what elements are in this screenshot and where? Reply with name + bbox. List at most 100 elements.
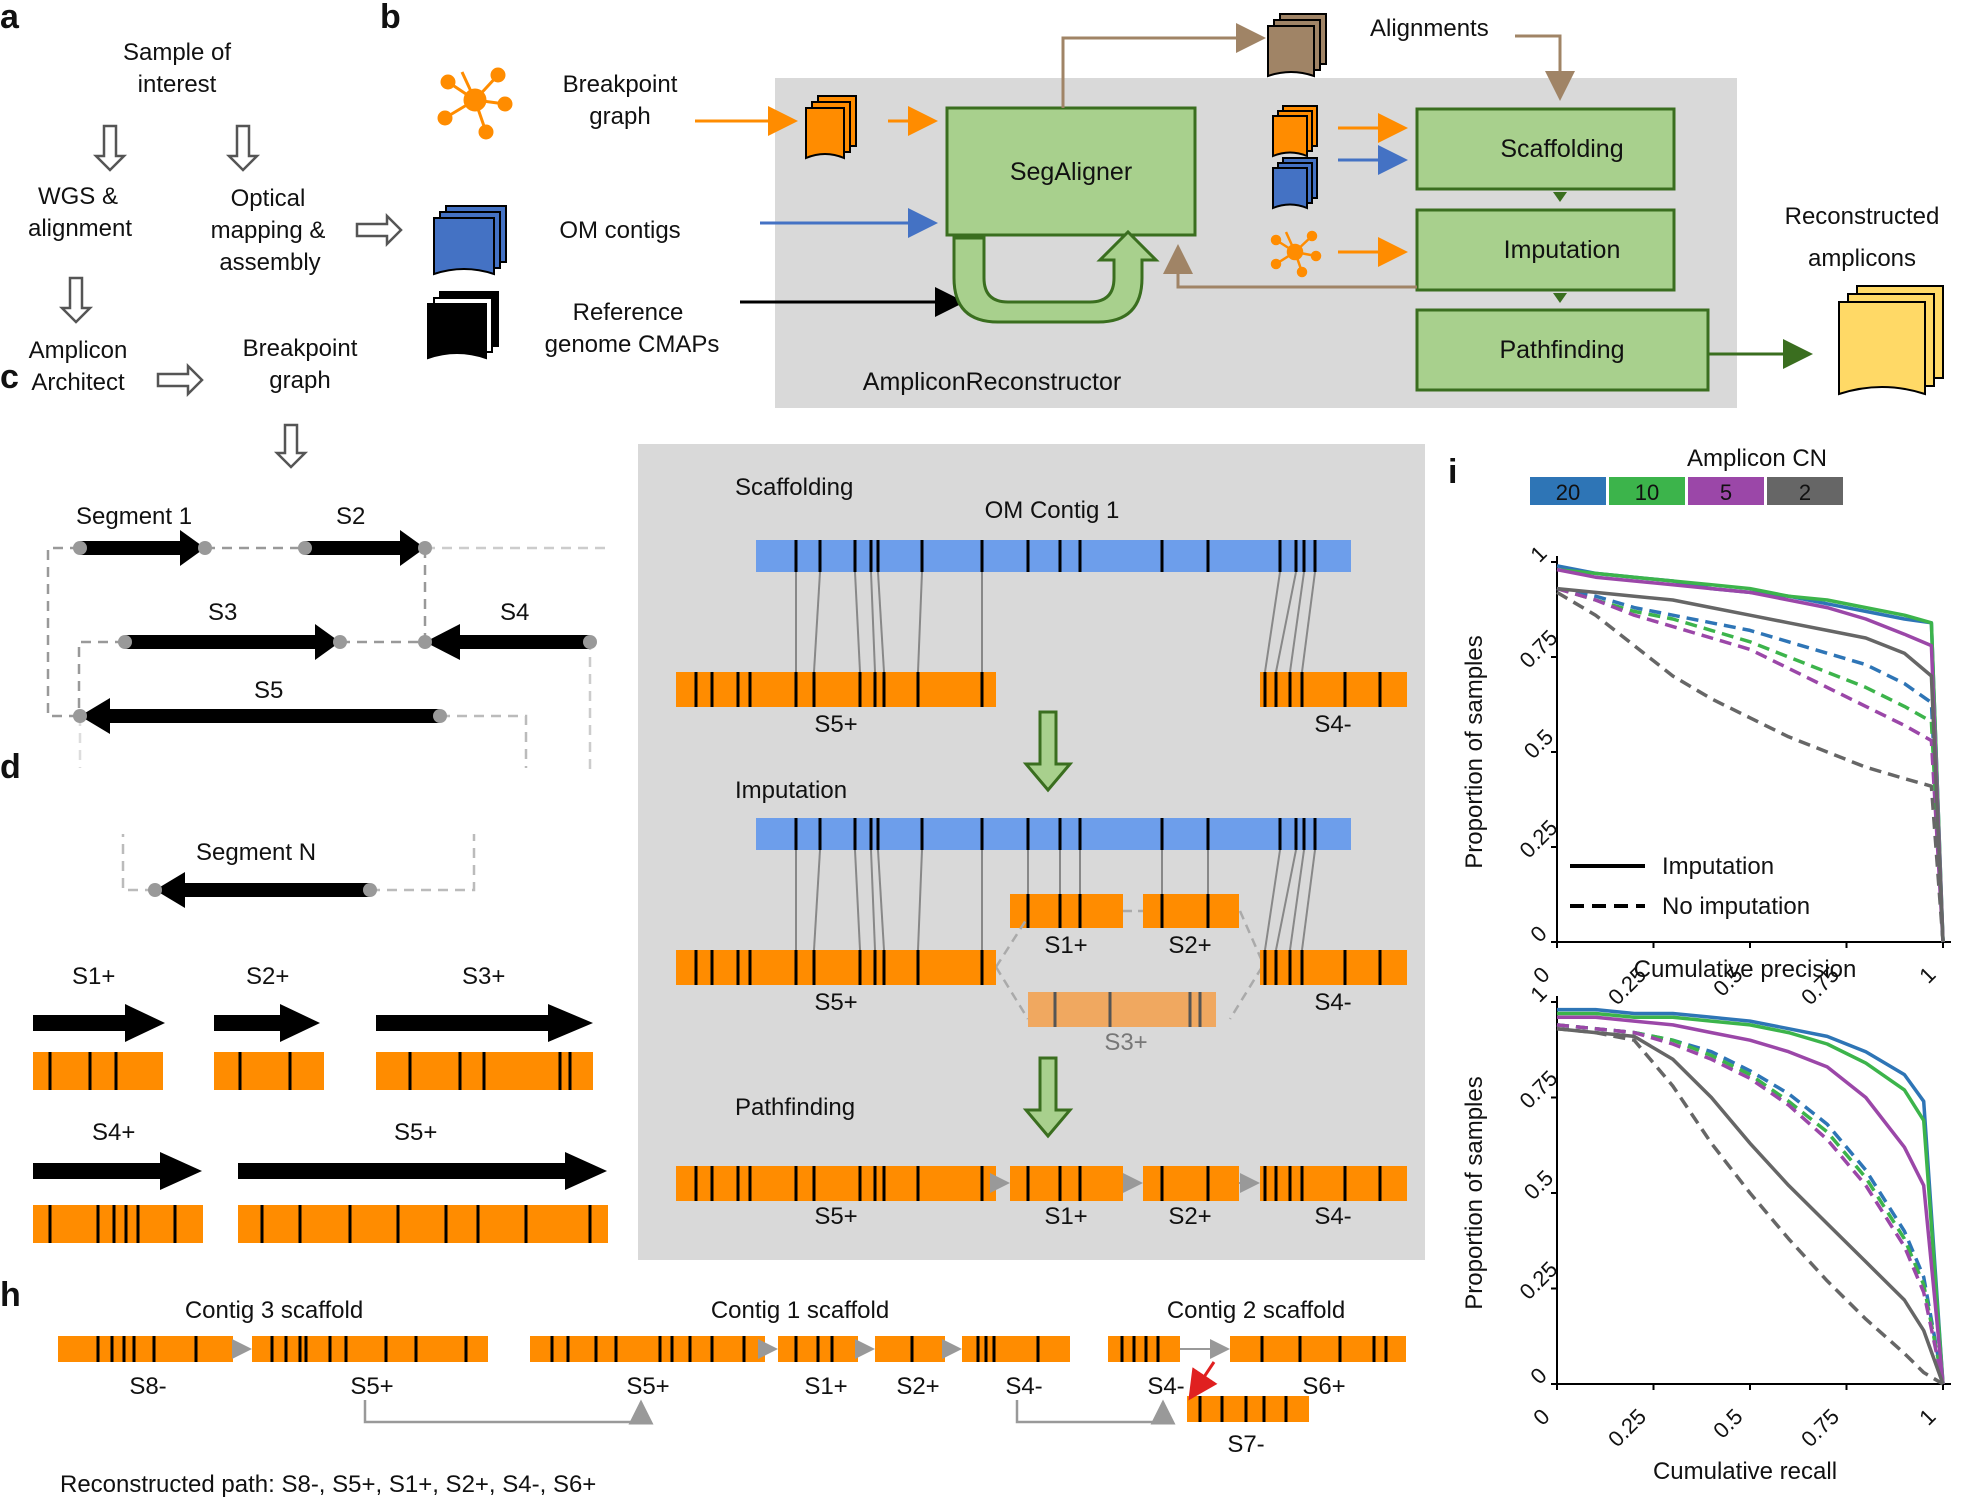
wgs-label-2: alignment	[28, 215, 132, 242]
brown-file-stack-icon	[1267, 13, 1327, 78]
down-arrow-icon	[58, 276, 94, 324]
legend-imputation-label: Imputation	[1662, 853, 1774, 880]
x-tick-label: 1	[1914, 962, 1940, 988]
e-contig-bar	[756, 540, 1351, 572]
panel-label-h: h	[0, 1276, 21, 1314]
legend-no-imputation-label: No imputation	[1662, 893, 1810, 920]
g-s1-label: S1+	[1044, 1203, 1087, 1230]
panel-a: Sample of interest WGS & alignment Optic…	[28, 39, 403, 469]
g-s2-bar	[1143, 1166, 1239, 1201]
imputation-label: Imputation	[1504, 236, 1621, 264]
legend-cn-label: 10	[1635, 480, 1659, 505]
series-line-2-dashed	[1556, 1026, 1944, 1386]
down-arrow-icon	[273, 423, 309, 469]
g-s5-bar	[676, 1166, 996, 1201]
d-s3-label: S3+	[462, 963, 505, 990]
y-tick-label: 0.25	[1515, 1256, 1563, 1304]
e-s5-label: S5+	[814, 711, 857, 738]
g-s4-label: S4-	[1314, 1203, 1351, 1230]
s4-label: S4	[500, 599, 529, 626]
panel-efg: Scaffolding OM Contig 1 S5+	[638, 444, 1425, 1260]
legend-cn-swatch	[1767, 477, 1843, 505]
panel-label-a: a	[0, 0, 20, 36]
input-ref-1: Reference	[573, 299, 684, 326]
h-path-label: Reconstructed path: S8-, S5+, S1+, S2+, …	[60, 1471, 596, 1498]
segmentN-label: Segment N	[196, 839, 316, 866]
series-line-20-solid	[1557, 1007, 1945, 1385]
g-s5-label: S5+	[814, 1203, 857, 1230]
orange-file-stack-icon	[805, 95, 857, 160]
down-arrow-icon	[225, 124, 261, 172]
y-tick-label: 0.25	[1515, 815, 1563, 863]
input-ref-2: genome CMAPs	[545, 331, 720, 358]
panel-label-d: d	[0, 748, 21, 786]
y-axis-label: Proportion of samples	[1461, 635, 1488, 868]
legend-cn-label: 2	[1799, 480, 1811, 505]
scaffolding-label: Scaffolding	[1500, 135, 1623, 163]
s5-label: S5	[254, 677, 283, 704]
pathfinding-box	[1415, 308, 1710, 392]
graph-icon	[1270, 230, 1322, 278]
iterate-arrow-icon	[952, 229, 1160, 324]
e-s4-label: S4-	[1314, 711, 1351, 738]
f-s2-label: S2+	[1168, 932, 1211, 959]
h-scaffold-3: Contig 3 scaffold	[185, 1297, 363, 1324]
panel-label-c: c	[0, 358, 19, 396]
black-file-stack-icon	[427, 291, 499, 360]
e-contig-label: OM Contig 1	[985, 497, 1120, 524]
h-s6-label: S6+	[1302, 1373, 1345, 1400]
s2-label: S2	[336, 503, 365, 530]
series-line-10-solid	[1556, 567, 1945, 943]
pathfinding-label: Pathfinding	[1499, 336, 1624, 364]
down-arrow-icon	[1022, 710, 1074, 793]
panel-label-i: i	[1448, 453, 1457, 491]
h-s4b-label: S4-	[1147, 1373, 1184, 1400]
imputation-box	[1415, 208, 1676, 292]
x-tick-label: 0.5	[1708, 1404, 1747, 1443]
h-s2-label: S2+	[896, 1373, 939, 1400]
series-line-20-dashed	[1556, 1023, 1945, 1385]
y-tick-label: 0.75	[1515, 625, 1563, 673]
h-s4a-label: S4-	[1005, 1373, 1042, 1400]
f-s5-label: S5+	[814, 989, 857, 1016]
scaffolding-box	[1415, 107, 1676, 191]
segment1-label: Segment 1	[76, 503, 192, 530]
x-tick-label: 0	[1528, 1404, 1554, 1430]
f-s3-label: S3+	[1104, 1029, 1147, 1056]
down-arrow-icon	[92, 124, 128, 172]
right-arrow-icon	[355, 212, 403, 248]
panel-h: Contig 3 scaffold Contig 1 scaffold Cont…	[58, 1297, 1406, 1498]
h-s8-label: S8-	[129, 1373, 166, 1400]
connector-icon	[1553, 192, 1567, 202]
arrow-brown	[1163, 244, 1417, 289]
down-arrow-icon	[1022, 1056, 1074, 1139]
input-bpg-1: Breakpoint	[563, 71, 678, 98]
panel-b: Breakpoint graph OM contigs Reference ge…	[427, 13, 1944, 408]
d-s1-label: S1+	[72, 963, 115, 990]
y-tick-label: 1	[1525, 541, 1551, 567]
legend-cn-label: 20	[1556, 480, 1580, 505]
connector-icon	[1553, 293, 1567, 303]
yellow-file-stack-icon	[1838, 285, 1944, 396]
g-s4-bar	[1260, 1166, 1407, 1201]
optical-label-2: mapping &	[211, 217, 326, 244]
blue-file-stack-icon	[1272, 157, 1318, 210]
g-s2-label: S2+	[1168, 1203, 1211, 1230]
e-s4-bar	[1260, 672, 1407, 707]
sample-label-1: Sample of	[123, 39, 231, 66]
f-s4-bar	[1260, 950, 1407, 985]
f-s4-label: S4-	[1314, 989, 1351, 1016]
bpg-label-2: graph	[269, 367, 330, 394]
y-tick-label: 0.5	[1519, 1165, 1558, 1204]
x-tick-label: 0.25	[1603, 1404, 1651, 1452]
optical-label-1: Optical	[231, 185, 306, 212]
input-om: OM contigs	[559, 217, 680, 244]
legend-cn-swatch	[1530, 477, 1606, 505]
series-line-10-dashed	[1556, 1023, 1945, 1385]
segaligner-box	[945, 106, 1197, 237]
series-line-2-solid	[1556, 586, 1945, 943]
series-line-20-dashed	[1556, 586, 1945, 943]
f-s5-bar	[676, 950, 996, 985]
